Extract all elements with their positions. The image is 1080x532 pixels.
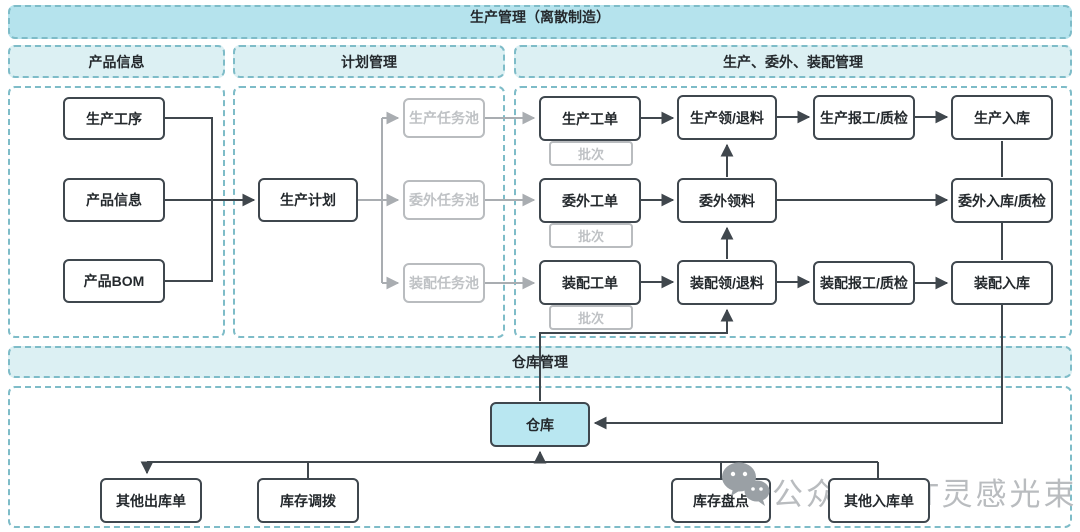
node-assembly-task-pool: 装配任务池 xyxy=(403,263,485,303)
section-header-product-info: 产品信息 xyxy=(8,45,225,78)
batch-badge-outsource: 批次 xyxy=(549,223,633,248)
wechat-icon xyxy=(722,462,770,506)
page-title: 生产管理（离散制造） xyxy=(470,9,610,25)
node-production-process: 生产工序 xyxy=(63,97,165,140)
node-assembly-report-qc: 装配报工/质检 xyxy=(813,261,915,305)
node-assembly-inbound: 装配入库 xyxy=(951,261,1053,305)
node-outsource-pick: 委外领料 xyxy=(677,178,777,223)
section-header-production: 生产、委外、装配管理 xyxy=(514,45,1072,78)
node-stock-transfer: 库存调拨 xyxy=(257,478,359,523)
top-banner: 生产管理（离散制造） xyxy=(8,5,1072,39)
node-production-report-qc: 生产报工/质检 xyxy=(813,95,915,140)
node-assembly-pick-return: 装配领/退料 xyxy=(677,260,777,305)
node-other-outbound: 其他出库单 xyxy=(100,478,202,523)
section-header-plan: 计划管理 xyxy=(233,45,505,78)
node-production-plan: 生产计划 xyxy=(258,178,358,222)
node-outsource-task-pool: 委外任务池 xyxy=(403,180,485,220)
node-production-work-order: 生产工单 xyxy=(539,96,641,141)
batch-badge-assembly: 批次 xyxy=(549,305,633,330)
node-production-pick-return: 生产领/退料 xyxy=(677,95,777,140)
node-warehouse: 仓库 xyxy=(490,402,590,447)
node-outsource-inbound-qc: 委外入库/质检 xyxy=(951,178,1053,223)
node-outsource-work-order: 委外工单 xyxy=(539,178,641,223)
node-product-info: 产品信息 xyxy=(63,178,165,222)
node-assembly-work-order: 装配工单 xyxy=(539,260,641,305)
node-production-inbound: 生产入库 xyxy=(951,95,1053,140)
node-product-bom: 产品BOM xyxy=(63,259,165,303)
batch-badge-production: 批次 xyxy=(549,141,633,166)
node-other-inbound: 其他入库单 xyxy=(828,478,930,523)
node-production-task-pool: 生产任务池 xyxy=(403,98,485,138)
